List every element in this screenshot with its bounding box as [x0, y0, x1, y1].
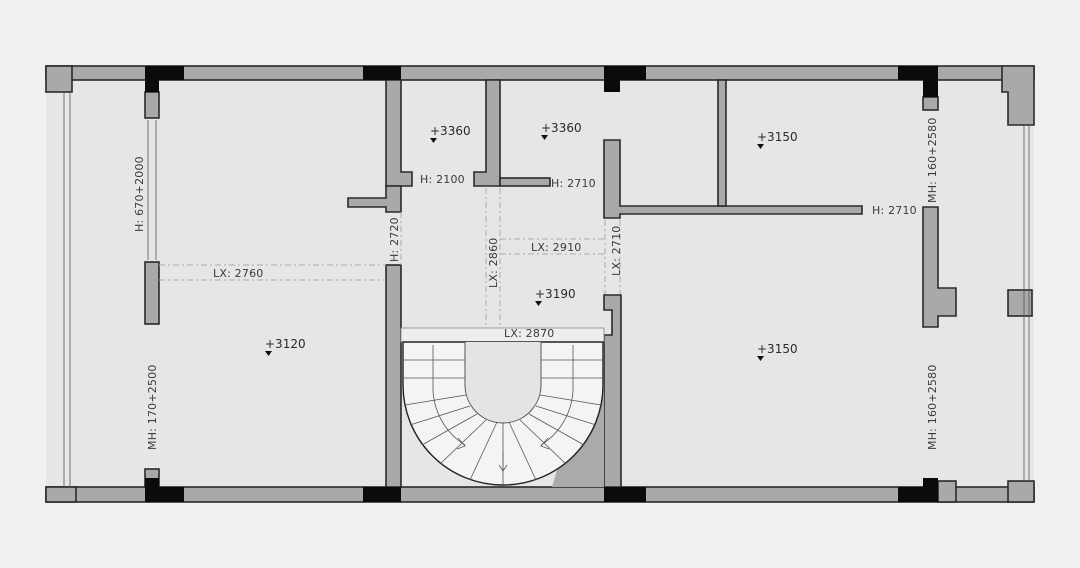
dim-mh-170-2500: MH: 170+2500 — [146, 364, 159, 450]
dim-h-670-2000: H: 670+2000 — [133, 156, 146, 232]
dim-lx-2910: LX: 2910 — [531, 241, 581, 254]
elevation-text: +3150 — [757, 342, 798, 356]
outer-walls — [45, 65, 1035, 503]
dim-lx-2760: LX: 2760 — [213, 267, 263, 280]
elevation-labels: +3360 +3360 +3150 +3190 +3120 +3150 — [265, 121, 798, 361]
elevation-mark-left: +3120 — [265, 337, 306, 356]
dim-lx-2860: LX: 2860 — [487, 238, 500, 288]
dim-lx-2710: LX: 2710 — [610, 226, 623, 276]
elevation-text: +3360 — [430, 124, 471, 138]
dim-lx-2870: LX: 2870 — [504, 327, 554, 340]
interior-walls — [144, 79, 957, 488]
elevation-mark-r1: +3360 — [430, 124, 471, 143]
dim-h-2720: H: 2720 — [388, 217, 401, 262]
elevation-text: +3150 — [757, 130, 798, 144]
dimension-guides — [159, 188, 621, 328]
elevation-text: +3360 — [541, 121, 582, 135]
dim-h-2710-a: H: 2710 — [551, 177, 596, 190]
elevation-mark-hall: +3190 — [535, 287, 576, 306]
dimension-labels: H: 2100 H: 2710 H: 2710 LX: 2760 LX: 291… — [133, 117, 939, 450]
spiral-staircase — [400, 327, 605, 487]
dim-mh-160-2580-top: MH: 160+2580 — [926, 117, 939, 203]
structural-columns — [145, 66, 938, 502]
dim-mh-160-2580-bottom: MH: 160+2580 — [926, 364, 939, 450]
elevation-mark-right: +3150 — [757, 342, 798, 361]
elevation-text: +3190 — [535, 287, 576, 301]
dim-h-2100: H: 2100 — [420, 173, 465, 186]
elevation-mark-r2: +3360 — [541, 121, 582, 140]
elevation-text: +3120 — [265, 337, 306, 351]
dim-h-2710-b: H: 2710 — [872, 204, 917, 217]
elevation-mark-r3: +3150 — [757, 130, 798, 149]
window-lines — [63, 92, 1030, 487]
